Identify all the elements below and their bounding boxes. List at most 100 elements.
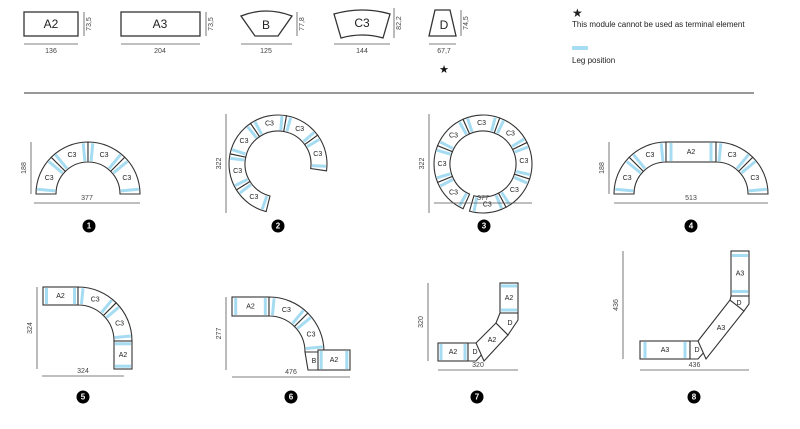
leg-marker [54,153,69,170]
module-label: A2 [449,349,458,356]
module-a3-width: 204 [154,48,166,55]
leg-marker [37,187,56,193]
leg-marker [439,178,454,188]
module-label: C3 [438,161,447,168]
layout-height: 436 [613,299,620,311]
sofa-module-shape [737,156,769,195]
module-d-shape [428,9,457,37]
layout-width: 436 [689,362,701,369]
sofa-module-shape [730,250,750,297]
layout-width: 476 [285,369,297,376]
module-a3-depth: 73,5 [208,17,215,31]
module-label: C3 [282,307,291,314]
module-a2-width: 136 [45,48,57,55]
module-label: A3 [661,347,670,354]
layout-width: 324 [77,368,89,375]
module-b-code: B [262,18,270,32]
leg-marker [496,119,505,134]
leg-marker [494,194,503,209]
leg-marker [81,143,87,162]
leg-marker [234,177,249,187]
leg-marker [659,143,665,162]
layout-number-badge [82,219,96,233]
module-label: C3 [240,138,249,145]
leg-marker [114,334,131,340]
layout-height: 277 [216,328,223,340]
leg-marker [458,121,468,136]
module-b-shape [239,10,294,37]
leg-marker [112,160,129,175]
layout-number-badge [470,390,484,404]
leg-marker [625,160,642,175]
layout-number-badge [284,390,298,404]
leg-marker [490,117,497,132]
sofa-module-shape [729,295,750,312]
layout-width: 320 [472,362,484,369]
leg-marker [311,164,327,168]
module-label: C3 [510,187,519,194]
module-label: A2 [246,303,255,310]
module-d-code: D [440,18,449,32]
module-label: D [507,320,512,327]
module-label: A3 [736,270,745,277]
layout-height: 322 [216,158,223,170]
leg-marker [748,187,767,193]
leg-marker [632,153,647,170]
module-label: D [694,347,699,354]
leg-marker [735,153,750,170]
module-label: C3 [295,126,304,133]
module-b-depth: 77,8 [299,17,306,31]
leg-marker [513,176,528,185]
leg-marker [231,148,246,156]
layout-number-badge [76,390,90,404]
module-label: C3 [67,152,76,159]
leg-marker [107,153,122,170]
layout-number: 8 [692,393,697,402]
leg-marker [500,191,511,205]
module-a2-depth: 73,5 [86,17,93,31]
leg-marker [296,316,312,330]
module-label: A2 [505,295,514,302]
leg-marker [615,187,634,193]
module-label: C3 [645,152,654,159]
module-label: D [736,300,741,307]
leg-marker [270,298,276,316]
module-c3-code: C3 [354,16,370,30]
module-label: C3 [506,130,515,137]
layout-number-badge [687,390,701,404]
leg-marker [47,160,64,175]
leg-marker [302,131,316,143]
module-b-width: 125 [260,48,272,55]
leg-marker [306,138,321,148]
layout-number: 7 [475,393,480,402]
module-label: C3 [449,132,458,139]
module-label: A2 [687,149,696,156]
module-label: C3 [623,175,632,182]
leg-position-label: Leg position [572,56,616,65]
module-label: A3 [717,325,726,332]
sofa-module-shape [109,156,141,195]
module-c3-width: 144 [356,48,368,55]
leg-marker [439,140,454,150]
sofa-module-shape [113,340,133,370]
layout-number-badge [684,219,698,233]
leg-marker [253,121,263,135]
module-label: A2 [56,293,65,300]
leg-marker [717,143,723,162]
module-a2-shape [23,11,79,37]
sofa-module-shape [317,349,351,371]
module-label: C3 [100,152,109,159]
leg-marker [120,187,139,193]
leg-marker [514,145,529,154]
layout-height: 320 [418,316,425,328]
module-c3-shape [333,9,391,39]
sofa-module-shape [495,312,519,336]
module-label: C3 [483,202,492,209]
leg-marker [740,160,757,175]
